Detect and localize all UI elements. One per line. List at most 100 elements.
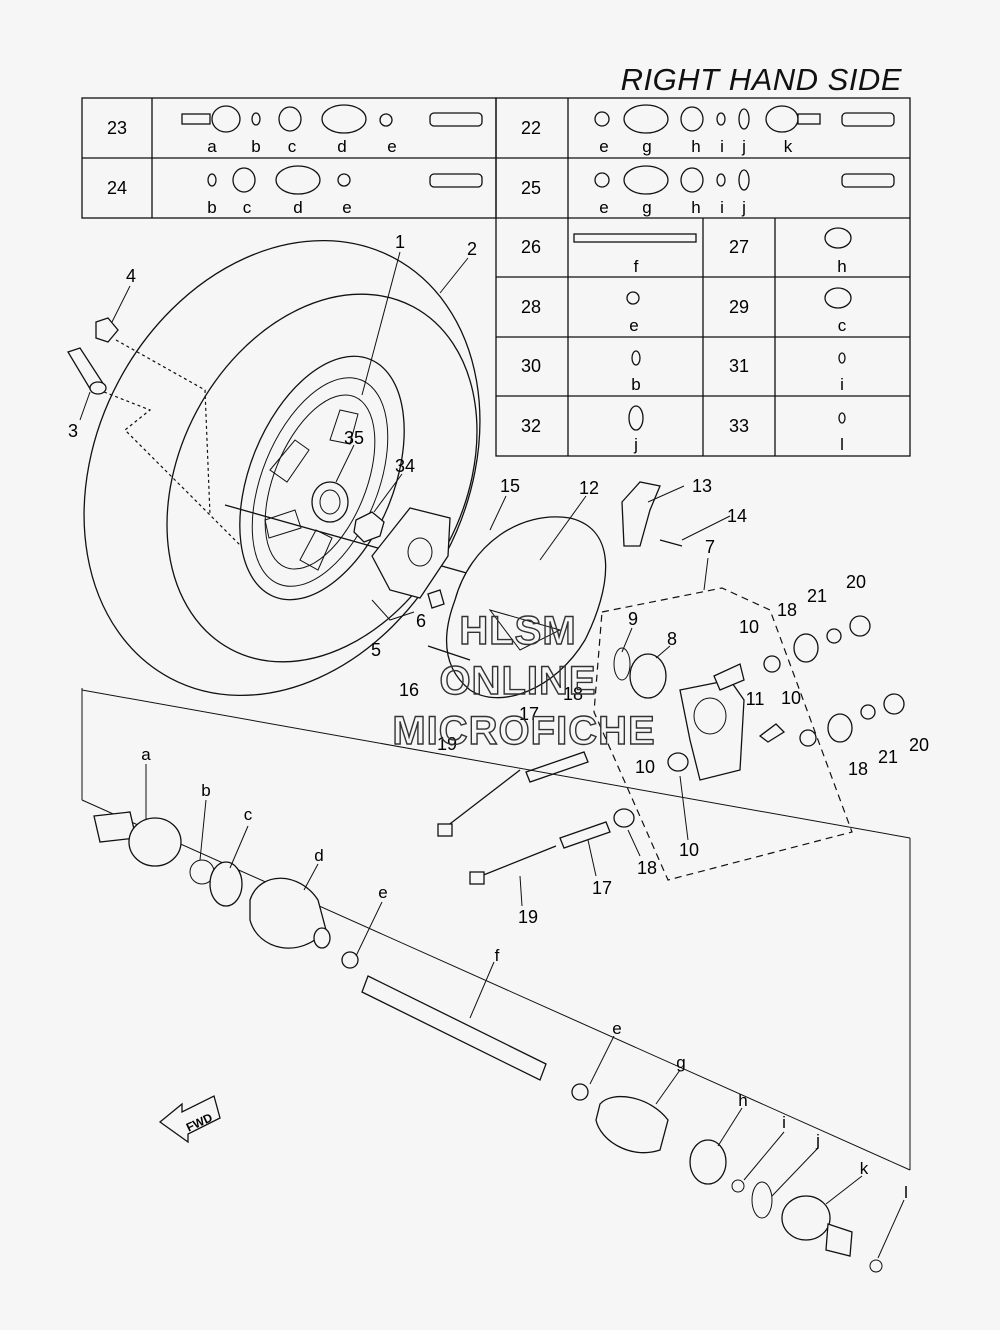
kit-25-letter-h: h	[691, 198, 700, 217]
letter-d: d	[314, 846, 323, 865]
callout-18c: 18	[848, 759, 868, 779]
callout-10b: 10	[781, 688, 801, 708]
callout-34: 34	[395, 456, 415, 476]
callout-19a: 19	[437, 734, 457, 754]
callout-7: 7	[705, 537, 715, 557]
letter-e-2: e	[612, 1019, 621, 1038]
callout-20a: 20	[846, 572, 866, 592]
callout-11: 11	[746, 689, 765, 709]
callout-10a: 10	[739, 617, 759, 637]
callout-1: 1	[395, 232, 405, 252]
kit-22-number: 22	[521, 118, 541, 138]
page-title: RIGHT HAND SIDE	[620, 62, 902, 97]
kit-33-letter: l	[840, 435, 844, 454]
callout-18a: 18	[563, 684, 583, 704]
letter-a: a	[141, 745, 151, 764]
callout-6: 6	[416, 611, 426, 631]
callout-12: 12	[579, 478, 599, 498]
callout-20b: 20	[909, 735, 929, 755]
callout-8: 8	[667, 629, 677, 649]
kit-22-letter-e: e	[599, 137, 608, 156]
kit-27-number: 27	[729, 237, 749, 257]
letter-g: g	[676, 1053, 685, 1072]
callout-10c: 10	[635, 757, 655, 777]
driveshaft-parts	[93, 811, 883, 1273]
kit-24-number: 24	[107, 178, 127, 198]
kit-24-letter-b: b	[207, 198, 216, 217]
callout-5: 5	[371, 640, 381, 660]
kit-24-letter-e: e	[342, 198, 351, 217]
leader-lines	[79, 251, 905, 1259]
kit-30-letter: b	[631, 375, 640, 394]
kit-23-letter-a: a	[207, 137, 217, 156]
callout-18d: 18	[637, 858, 657, 878]
kit-22-letter-j: j	[741, 137, 746, 156]
kit-22-icons	[594, 104, 895, 134]
callout-19b: 19	[518, 907, 538, 927]
kit-23-letter-c: c	[288, 137, 297, 156]
callout-21b: 21	[878, 747, 898, 767]
kit-28-letter: e	[629, 316, 638, 335]
watermark-line-3: MICROFICHE	[392, 709, 655, 753]
kit-24-letter-c: c	[243, 198, 252, 217]
forward-arrow-icon: FWD	[158, 1095, 221, 1144]
kit-25-letter-i: i	[720, 198, 724, 217]
kit-24-icons	[207, 165, 483, 195]
brake-disc	[427, 481, 683, 699]
watermark: HLSM ONLINE MICROFICHE	[392, 608, 656, 753]
callout-18b: 18	[777, 600, 797, 620]
kit-25-letter-e: e	[599, 198, 608, 217]
letter-c: c	[244, 805, 253, 824]
kit-31-letter: i	[840, 375, 844, 394]
callout-3: 3	[68, 421, 78, 441]
letter-j: j	[815, 1131, 820, 1150]
callout-17a: 17	[519, 704, 539, 724]
letter-b: b	[201, 781, 210, 800]
watermark-line-2: ONLINE	[439, 659, 596, 703]
kit-27-letter: h	[837, 257, 846, 276]
kit-25-number: 25	[521, 178, 541, 198]
letter-k: k	[860, 1159, 869, 1178]
callout-numbers: 1 2 3 4 5 6 7 8 9 10 10 10 10 11 12 13 1…	[68, 232, 929, 927]
watermark-line-1: HLSM	[459, 609, 576, 653]
kit-23-letter-e: e	[387, 137, 396, 156]
kit-23-letter-b: b	[251, 137, 260, 156]
kit-25-letter-j: j	[741, 198, 746, 217]
kit-22-letter-g: g	[642, 137, 651, 156]
callout-21a: 21	[807, 586, 827, 606]
kit-25-icons	[594, 165, 895, 195]
kit-small-icons	[573, 227, 852, 431]
kit-32-letter: j	[633, 435, 638, 454]
callout-15: 15	[500, 476, 520, 496]
letter-f: f	[495, 946, 500, 965]
callout-14: 14	[727, 506, 747, 526]
valve-stem	[67, 317, 119, 395]
kit-29-number: 29	[729, 297, 749, 317]
kit-25-letter-g: g	[642, 198, 651, 217]
kit-29-letter: c	[838, 316, 847, 335]
wheel-hub-parts	[311, 481, 451, 621]
kit-22-letter-h: h	[691, 137, 700, 156]
callout-16: 16	[399, 680, 419, 700]
letter-i: i	[782, 1113, 786, 1132]
letter-h: h	[738, 1091, 747, 1110]
kit-26-letter: f	[634, 257, 639, 276]
callout-2: 2	[467, 239, 477, 259]
kit-26-number: 26	[521, 237, 541, 257]
callout-17b: 17	[592, 878, 612, 898]
letter-l: l	[904, 1183, 908, 1202]
callout-9: 9	[628, 609, 638, 629]
knuckle-parts	[437, 615, 905, 885]
kit-23-letter-d: d	[337, 137, 346, 156]
kit-23-icons	[181, 104, 483, 134]
kit-22-letter-i: i	[720, 137, 724, 156]
kit-23-number: 23	[107, 118, 127, 138]
letter-callouts: a b c d e f e g h i j k l	[141, 745, 908, 1202]
kit-31-number: 31	[729, 356, 749, 376]
kit-32-number: 32	[521, 416, 541, 436]
kit-33-number: 33	[729, 416, 749, 436]
letter-e-1: e	[378, 883, 387, 902]
kit-22-letter-k: k	[784, 137, 793, 156]
